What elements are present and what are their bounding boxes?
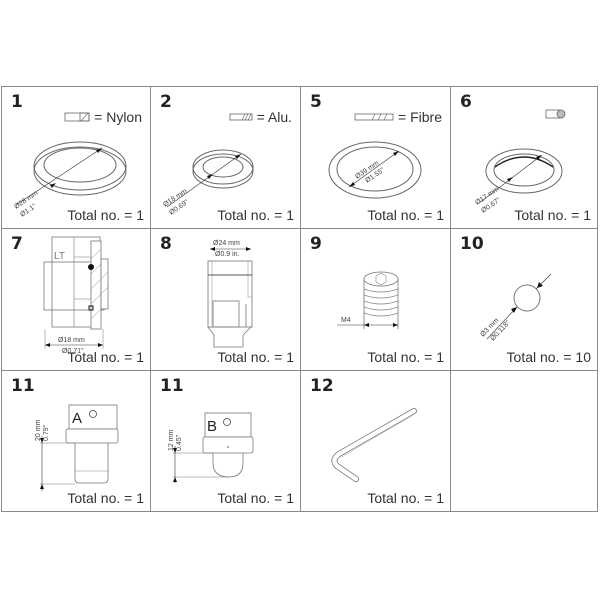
dimension-in: Ø0.9 in. <box>215 251 240 258</box>
total-count: Total no. = 1 <box>367 349 444 365</box>
total-count: Total no. = 1 <box>217 490 294 506</box>
steel-ball-drawing: Ø3 mm Ø0.118" <box>479 273 552 342</box>
total-count: Total no. = 1 <box>67 490 144 506</box>
cap-label: A <box>72 410 82 427</box>
part-cell-11b: 11 B 12 mm 0.45" Total no. = 1 <box>151 371 301 511</box>
material-legend: = Fibre <box>354 109 442 125</box>
part-cell-10: 10 Ø3 mm Ø0.118" Total no. = 10 <box>451 229 597 371</box>
fibre-symbol-icon <box>354 113 394 121</box>
cap-a-drawing: A 20 mm 0.79" <box>35 404 119 491</box>
cap-label: B <box>207 418 217 435</box>
cap-b-drawing: B 12 mm 0.45" <box>168 412 254 483</box>
total-count: Total no. = 10 <box>506 349 591 365</box>
part-cell-2: 2 = Alu. Ø18 mm Ø0.69" Total no. = 1 <box>151 87 301 229</box>
dimension-in: 0.79" <box>43 424 50 441</box>
part-cell-7: 7 LT Ø18 mm Ø0.71" Total no. = 1 <box>2 229 151 371</box>
part-number: 11 <box>160 376 184 396</box>
dimension-mm: 12 mm <box>168 429 175 451</box>
part-cell-11a: 11 A 20 mm 0.79" Total no. = 1 <box>2 371 151 511</box>
part-number: 1 <box>11 92 23 112</box>
part-cell-5: 5 = Fibre Ø39 mm Ø1.55" Total no. = 1 <box>301 87 451 229</box>
part-number: 12 <box>310 376 334 396</box>
total-count: Total no. = 1 <box>67 207 144 223</box>
dimension-mm: M4 <box>341 317 351 324</box>
parts-grid: 1 = Nylon Ø28 mm Ø1.1" Total no. = 1 2 =… <box>1 86 598 512</box>
dimension-in: 0.45" <box>176 434 183 451</box>
nylon-symbol-icon <box>64 112 90 122</box>
part-number: 11 <box>11 376 35 396</box>
o-ring-symbol-icon <box>545 109 566 119</box>
dimension-mm: Ø24 mm <box>213 240 240 247</box>
filter-insert-drawing: Ø24 mm Ø0.9 in. <box>207 240 253 348</box>
part-number: 7 <box>11 234 23 254</box>
part-number: 8 <box>160 234 172 254</box>
dimension-mm: 20 mm <box>35 419 42 441</box>
o-ring-drawing: Ø17 mm Ø0.67" <box>474 148 563 215</box>
valve-insert-drawing: LT Ø18 mm Ø0.71" <box>43 236 109 355</box>
dimension-in: Ø0.71" <box>62 348 84 355</box>
lt-label: LT <box>54 251 65 262</box>
material-label: = Fibre <box>398 109 442 125</box>
total-count: Total no. = 1 <box>217 349 294 365</box>
total-count: Total no. = 1 <box>367 207 444 223</box>
sealing-ring-drawing: Ø18 mm Ø0.69" <box>162 149 254 217</box>
part-number: 10 <box>460 234 484 254</box>
total-count: Total no. = 1 <box>367 490 444 506</box>
part-cell-12: 12 Total no. = 1 <box>301 371 451 511</box>
total-count: Total no. = 1 <box>514 207 591 223</box>
part-cell-6: 6 Ø17 mm Ø0.67" Total no. = 1 <box>451 87 597 229</box>
total-count: Total no. = 1 <box>217 207 294 223</box>
part-number: 5 <box>310 92 322 112</box>
part-cell-1: 1 = Nylon Ø28 mm Ø1.1" Total no. = 1 <box>2 87 151 229</box>
aluminium-symbol-icon <box>229 113 252 121</box>
part-number: 9 <box>310 234 322 254</box>
total-count: Total no. = 1 <box>67 349 144 365</box>
sealing-ring-drawing: Ø28 mm Ø1.1" <box>13 141 127 219</box>
part-number: 6 <box>460 92 472 112</box>
material-label: = Nylon <box>94 109 142 125</box>
material-legend <box>545 109 567 119</box>
hex-key-drawing <box>331 408 417 482</box>
part-cell-8: 8 Ø24 mm Ø0.9 in. Total no. = 1 <box>151 229 301 371</box>
part-number: 2 <box>160 92 172 112</box>
empty-cell <box>451 371 597 511</box>
material-legend: = Alu. <box>229 109 292 125</box>
material-label: = Alu. <box>256 109 292 125</box>
gasket-drawing: Ø39 mm Ø1.55" <box>328 141 422 199</box>
dimension-mm: Ø18 mm <box>58 337 85 344</box>
part-cell-9: 9 M4 Total no. = 1 <box>301 229 451 371</box>
set-screw-drawing: M4 <box>337 271 399 329</box>
material-legend: = Nylon <box>64 109 142 125</box>
